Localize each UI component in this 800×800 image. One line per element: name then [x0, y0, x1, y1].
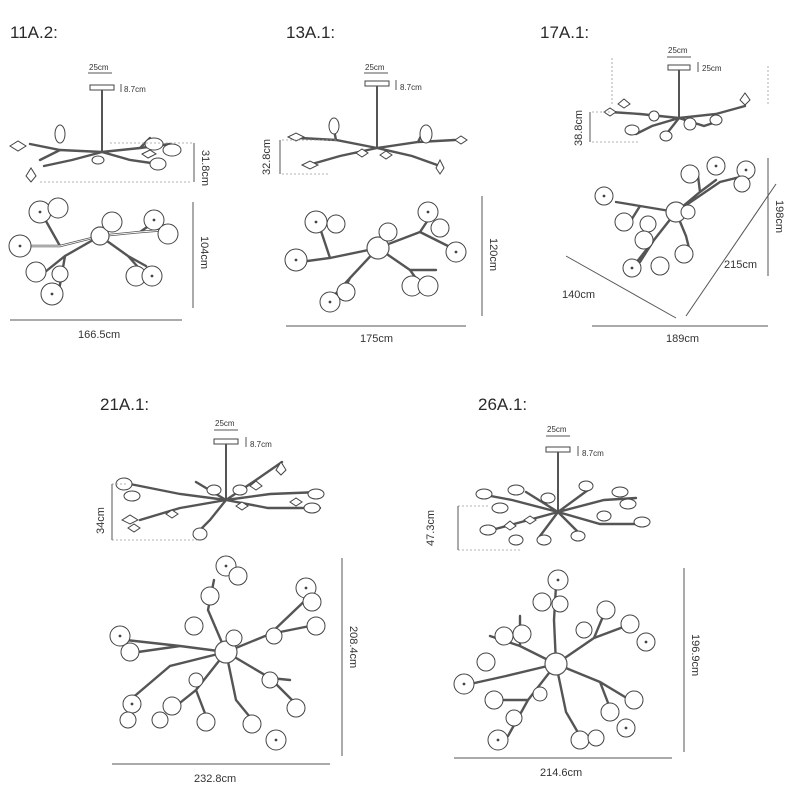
- diag-right-label: 215cm: [724, 259, 757, 271]
- model-title: 13A.1:: [286, 23, 335, 42]
- side-height-label: 34cm: [95, 507, 107, 534]
- top-depth-label: 104cm: [198, 236, 210, 269]
- canopy-width-label: 25cm: [215, 419, 235, 428]
- side-view: 25cm 8.7cm 34cm: [95, 419, 325, 541]
- side-view: 25cm 8.7cm 32.8cm: [261, 63, 468, 175]
- canopy-height-label: 8.7cm: [124, 85, 146, 94]
- diag-left-label: 140cm: [562, 289, 595, 301]
- top-depth-label: 198cm: [773, 200, 785, 233]
- model-21a1: 21A.1: 25cm 8.7cm 34cm: [95, 395, 359, 785]
- model-title: 11A.2:: [10, 23, 58, 42]
- top-width-label: 232.8cm: [194, 773, 236, 785]
- model-11a2: 11A.2: 25cm 8.7cm 31.8cm: [8, 23, 211, 341]
- canopy-height-label: 8.7cm: [250, 440, 272, 449]
- top-view: 196.9cm 214.6cm: [453, 568, 701, 779]
- canopy-width-label: 25cm: [547, 425, 567, 434]
- top-depth-label: 208.4cm: [347, 626, 359, 668]
- model-17a1: 17A.1: 25cm 25cm 38.8cm: [540, 23, 785, 345]
- top-view: 208.4cm 232.8cm: [109, 555, 359, 785]
- side-height-label: 31.8cm: [199, 150, 211, 186]
- top-depth-label: 120cm: [487, 238, 499, 271]
- top-width-label: 166.5cm: [78, 329, 120, 341]
- canopy-height-label: 8.7cm: [582, 449, 604, 458]
- canopy-width-label: 25cm: [668, 46, 688, 55]
- side-view: 25cm 8.7cm 47.3cm: [425, 425, 651, 551]
- top-view: 120cm 175cm: [284, 196, 499, 345]
- side-view: 25cm 8.7cm 31.8cm: [9, 63, 211, 186]
- model-13a1: 13A.1: 25cm 8.7cm 32.8cm: [261, 23, 499, 345]
- model-title: 21A.1:: [100, 395, 149, 414]
- top-width-label: 189cm: [666, 333, 699, 345]
- side-height-label: 38.8cm: [573, 110, 585, 146]
- canopy-width-label: 25cm: [365, 63, 385, 72]
- top-view: 104cm 166.5cm: [8, 197, 210, 341]
- canopy-height-label: 25cm: [702, 64, 722, 73]
- canopy-height-label: 8.7cm: [400, 83, 422, 92]
- side-height-label: 32.8cm: [261, 139, 273, 175]
- model-title: 17A.1:: [540, 23, 589, 42]
- top-depth-label: 196.9cm: [689, 634, 701, 676]
- canopy-width-label: 25cm: [89, 63, 109, 72]
- top-width-label: 175cm: [360, 333, 393, 345]
- side-view: 25cm 25cm 38.8cm: [573, 46, 769, 146]
- model-26a1: 26A.1: 25cm 8.7cm: [425, 395, 701, 779]
- top-view: 198cm 140cm 215cm 189cm: [562, 156, 785, 345]
- side-height-label: 47.3cm: [425, 510, 437, 546]
- model-title: 26A.1:: [478, 395, 527, 414]
- top-width-label: 214.6cm: [540, 767, 582, 779]
